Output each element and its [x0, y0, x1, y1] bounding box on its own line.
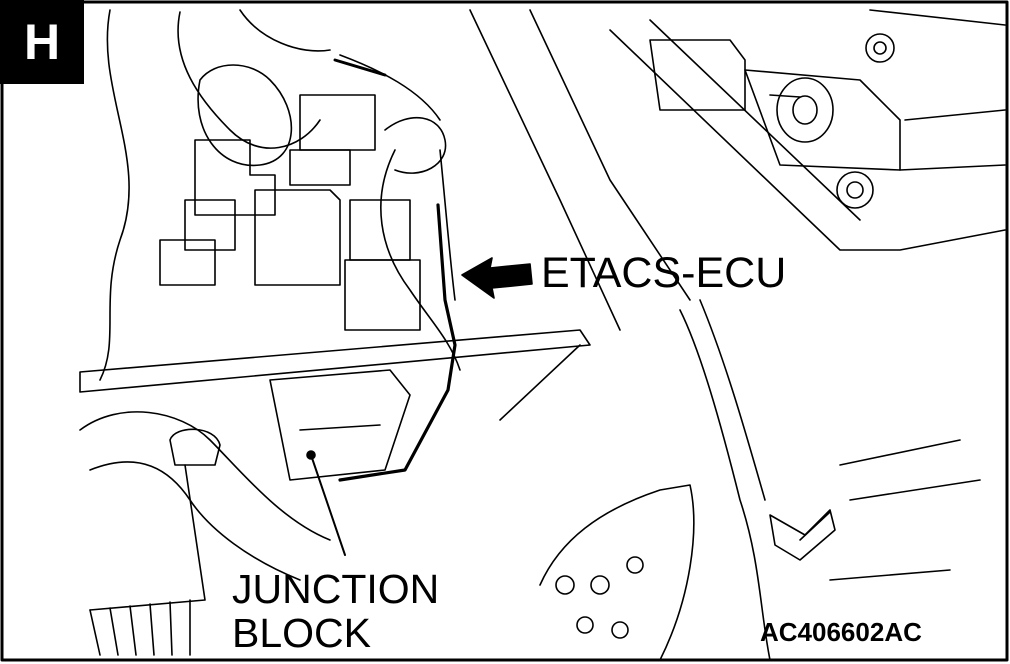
connector [349, 199, 411, 261]
actuator-body [744, 69, 901, 171]
ecu-harness [384, 116, 447, 174]
wire-bundle [89, 599, 191, 656]
connector [184, 199, 236, 251]
support-rod [499, 344, 581, 421]
panel-line [839, 439, 961, 466]
junction-block-label-line2: BLOCK [232, 610, 371, 656]
lower-harness [89, 461, 301, 581]
retainer-pin [799, 511, 831, 541]
connector [299, 94, 376, 151]
harness-contour [99, 9, 130, 381]
column-member [469, 9, 621, 331]
column-member [529, 9, 691, 301]
panel-line [849, 479, 981, 501]
harness-contour [339, 54, 441, 121]
junction-block-edge [299, 424, 381, 431]
ecu-outline [338, 203, 457, 482]
actuator-body [649, 39, 746, 111]
reference-code: AC406602AC [760, 617, 922, 647]
column-member [699, 299, 766, 501]
harness-contour [177, 11, 321, 149]
connector [194, 139, 276, 216]
plate-hole [555, 575, 575, 595]
support-rod [79, 329, 591, 393]
connector [289, 149, 351, 186]
harness-contour [239, 9, 331, 52]
harness-loop [197, 64, 293, 167]
etacs-ecu-label: ETACS-ECU [541, 249, 787, 297]
actuator-pin [769, 94, 801, 98]
column-member [679, 309, 771, 661]
connector [344, 259, 421, 331]
bolt-head [846, 181, 864, 199]
plate-hole [590, 575, 610, 595]
harness-clamp [169, 428, 221, 466]
actuator-cap [792, 95, 818, 125]
bracket-edge [333, 58, 387, 77]
etacs-arrow [461, 257, 533, 299]
lower-harness [79, 411, 331, 541]
connector [159, 239, 216, 286]
bolt-head [836, 171, 874, 209]
actuator-cap [776, 77, 834, 143]
column-member [649, 19, 861, 221]
harness-strap [89, 464, 206, 611]
bracket [869, 9, 1006, 171]
junction-block-label-line1: JUNCTION [232, 566, 440, 612]
plate-hole [626, 556, 644, 574]
connector [254, 189, 341, 286]
plate-hole [611, 621, 629, 639]
junction-block [269, 369, 411, 481]
junction-block-label: JUNCTION BLOCK [232, 567, 439, 655]
pedal-plate [539, 484, 695, 661]
panel-line [829, 569, 951, 581]
ecu-harness [439, 149, 456, 301]
junction-block-leader [310, 454, 346, 556]
section-badge: H [0, 0, 84, 84]
column-member [609, 29, 1006, 251]
plate-hole [576, 616, 594, 634]
bolt-head [873, 41, 887, 55]
section-letter: H [23, 14, 61, 70]
bolt-head [865, 33, 895, 63]
